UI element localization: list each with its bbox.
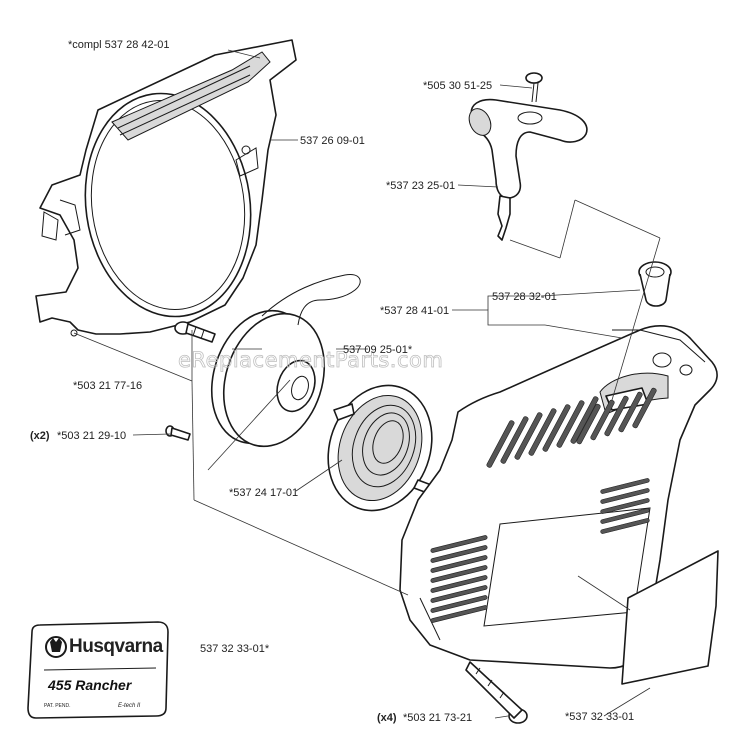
label-bolt-bottom: *503 21 73-21 [403, 712, 472, 724]
vent-slot [430, 595, 488, 613]
vent-slot [514, 412, 543, 460]
husqvarna-decal: Husqvarna 455 Rancher PAT. PEND. E-tech … [27, 621, 169, 719]
label-guide: 537 28 32-01 [492, 291, 557, 303]
vent-slot [430, 555, 488, 573]
bolt-left [174, 321, 216, 343]
label-handle: *537 23 25-01 [386, 180, 455, 192]
vent-slot [570, 396, 599, 444]
label-spring: *537 24 17-01 [229, 487, 298, 499]
vent-slot [600, 478, 650, 494]
label-housing: 537 26 09-01 [300, 135, 365, 147]
leader-lines [73, 49, 661, 719]
vent-slot [528, 408, 557, 456]
vent-slot [430, 565, 488, 583]
vent-slot [430, 535, 488, 553]
vent-slot [600, 498, 650, 514]
decal-right [621, 550, 719, 685]
label-nut: *505 30 51-25 [423, 80, 492, 92]
vent-slot [556, 400, 585, 448]
vent-slot [500, 416, 529, 464]
vent-slot [576, 403, 601, 445]
part-labels: *compl 537 28 42-01 537 26 09-01 *505 30… [30, 39, 634, 724]
screw [165, 425, 191, 441]
husqvarna-crown-icon [50, 638, 62, 652]
vent-slot [618, 391, 643, 433]
vent-slot [430, 605, 488, 623]
fan-housing [35, 39, 297, 337]
decal-brand: Husqvarna [69, 636, 164, 657]
vent-slots [430, 387, 657, 623]
bolt-bottom [465, 661, 528, 724]
husqvarna-logo-icon [45, 636, 67, 658]
vent-slot [600, 508, 650, 524]
label-screw-qty: (x2) [30, 430, 50, 442]
vent-slot [600, 518, 650, 534]
decal-etech: E-tech II [118, 703, 141, 709]
nut [525, 72, 543, 103]
decal-model: 455 Rancher [47, 677, 133, 693]
vent-slot [430, 545, 488, 563]
vent-slot [590, 399, 615, 441]
label-decal-logo: 537 32 33-01* [200, 643, 270, 655]
rope-guide [638, 261, 672, 307]
vent-slot [604, 395, 629, 437]
starter-handle [468, 98, 588, 241]
vent-slot [600, 488, 650, 504]
vent-slot [430, 575, 488, 593]
label-pulley: 537 09 25-01* [343, 344, 413, 356]
label-starter-cover: *537 28 41-01 [380, 305, 449, 317]
vent-slot [632, 387, 657, 429]
vent-slot [486, 420, 515, 468]
label-bolt-qty: (x4) [377, 712, 397, 724]
decal-pat: PAT. PEND. [44, 703, 71, 709]
vent-slot [430, 585, 488, 603]
label-housing-compl: *compl 537 28 42-01 [68, 39, 170, 51]
rope-pulley [210, 273, 361, 448]
label-screw: *503 21 29-10 [57, 430, 126, 442]
vent-slot [542, 404, 571, 452]
label-decal-right: *537 32 33-01 [565, 711, 634, 723]
label-bolt-left: *503 21 77-16 [73, 380, 142, 392]
recoil-spring [327, 384, 435, 512]
watermark: eReplacementParts.com [178, 348, 443, 372]
